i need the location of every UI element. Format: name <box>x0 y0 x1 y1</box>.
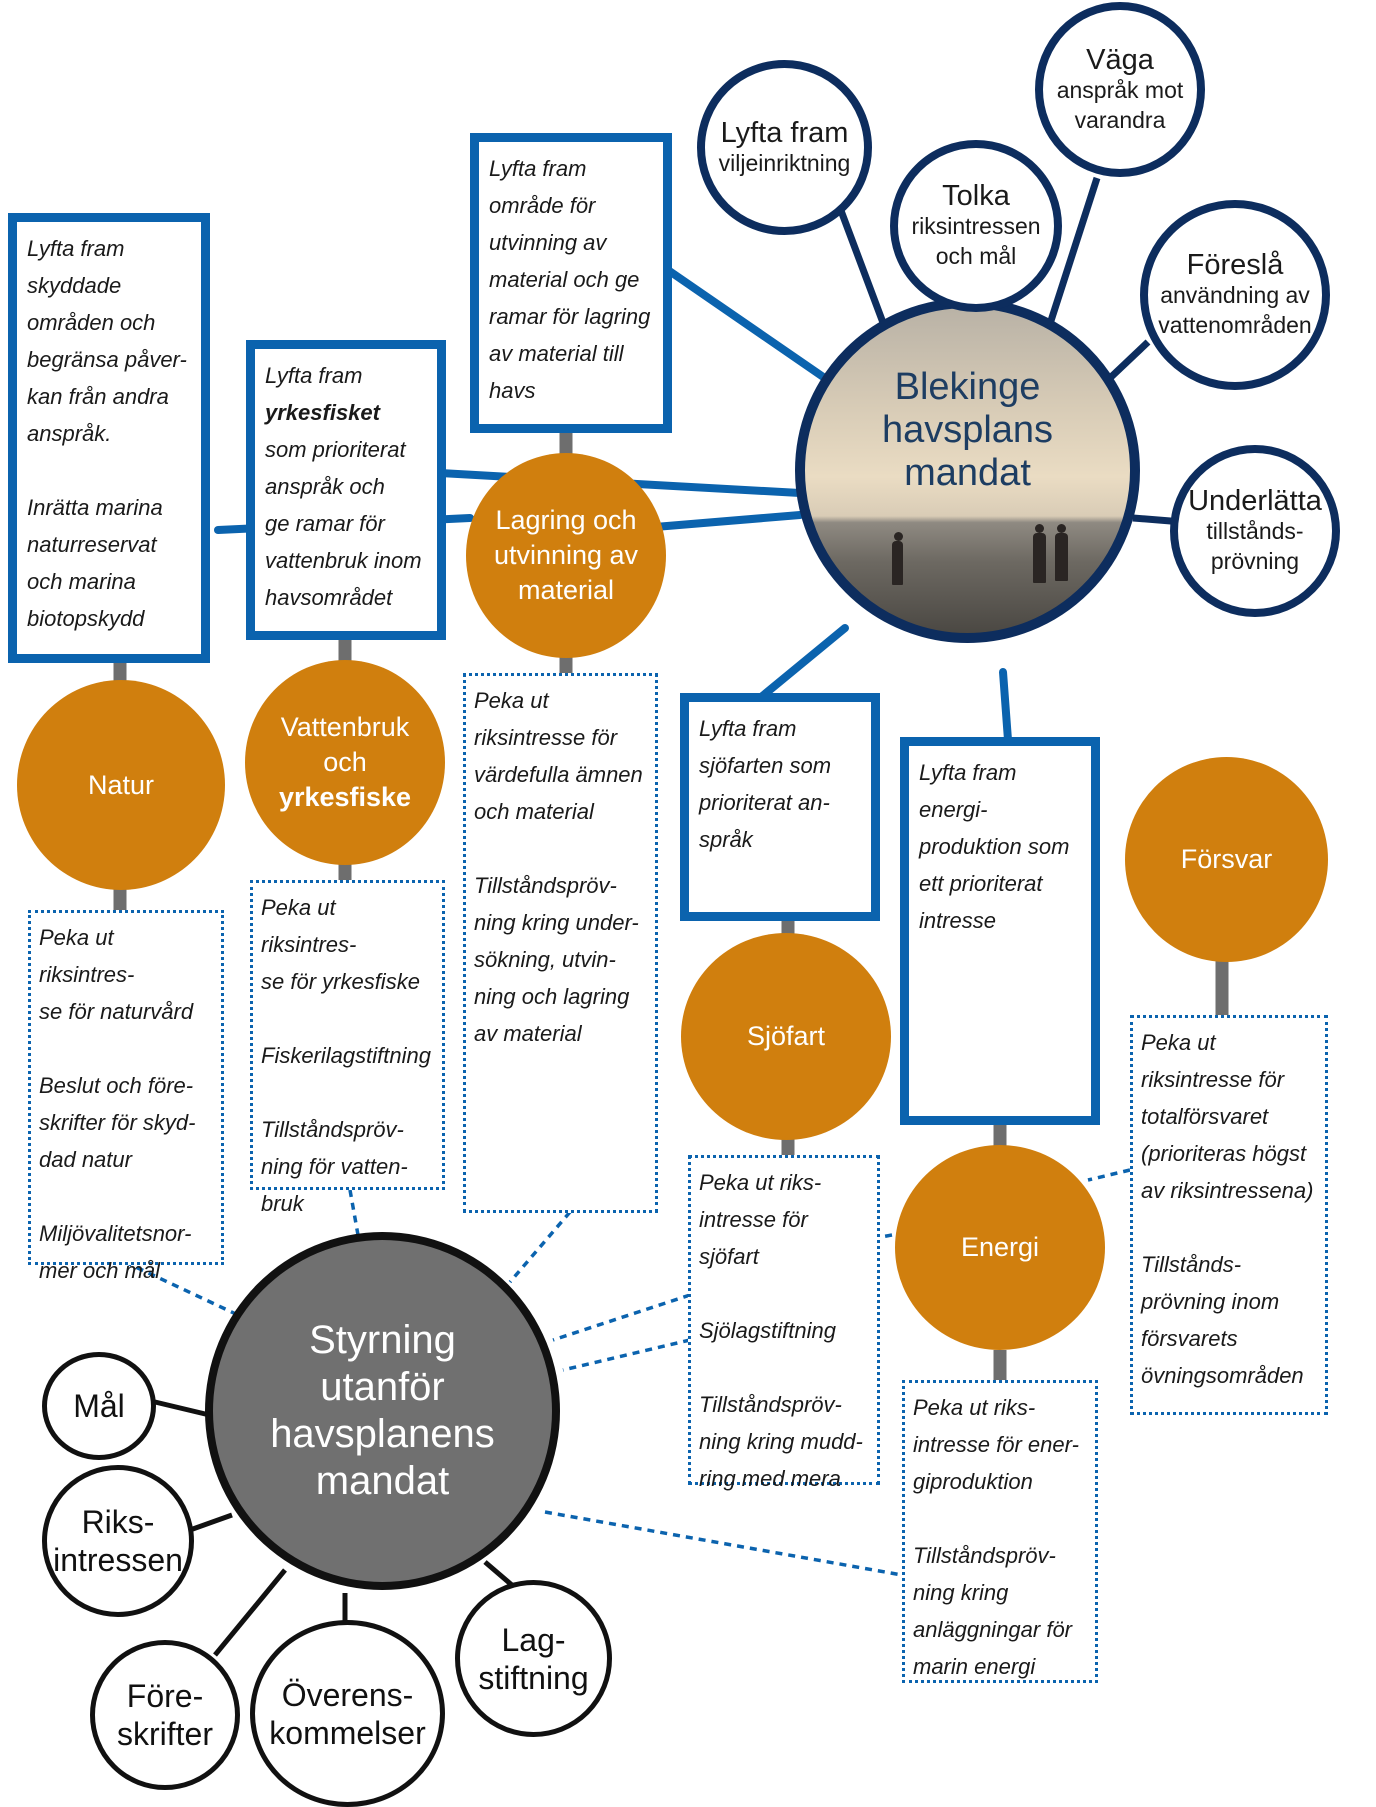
outer-circle-lagstiftning: Lag- stiftning <box>455 1580 612 1737</box>
plan-box-lagring: Lyfta fram område för utvinning av mater… <box>470 133 672 433</box>
center-mandate-circle: Blekinge havsplans mandat <box>795 298 1140 643</box>
outside-box-forsvar: Peka ut riksintresse för totalförsvaret … <box>1130 1015 1328 1415</box>
person-silhouette <box>1055 524 1068 581</box>
center-title: Blekinge havsplans mandat <box>881 366 1054 494</box>
sector-energi: Energi <box>895 1145 1105 1350</box>
outside-box-sjofart: Peka ut riks- intresse för sjöfart Sjöla… <box>688 1155 880 1491</box>
outside-mandate-circle: Styrning utanför havsplanens mandat <box>205 1232 560 1590</box>
outer-circle-riksintressen: Riks- intressen <box>42 1465 194 1617</box>
plan-box-vattenbruk: Lyfta fram yrkesfisket som prioriterat a… <box>246 340 446 640</box>
outside-box-vattenbruk: Peka ut riksintres- se för yrkesfiske Fi… <box>250 880 445 1216</box>
outside-box-energi: Peka ut riks- intresse för ener- giprodu… <box>902 1380 1098 1683</box>
plan-box-sjofart: Lyfta fram sjöfarten som prioriterat an-… <box>680 693 880 921</box>
outer-circle-foreskrifter: Före- skrifter <box>90 1640 240 1790</box>
outside-box-natur: Peka ut riksintres- se för naturvård Bes… <box>28 910 224 1283</box>
outer-circle-mal: Mål <box>42 1352 156 1460</box>
sector-sjofart: Sjöfart <box>681 933 891 1140</box>
plan-box-energi: Lyfta fram energi- produktion som ett pr… <box>900 737 1100 1125</box>
outer-circle-overenskommelser: Överens- kommelser <box>250 1620 445 1807</box>
outside-box-lagring: Peka ut riksintresse för värdefulla ämne… <box>463 673 658 1213</box>
sector-forsvar: Försvar <box>1125 757 1328 962</box>
person-silhouette <box>1033 524 1046 583</box>
plan-box-natur: Lyfta fram skyddade områden och begränsa… <box>8 213 210 663</box>
person-silhouette <box>892 532 903 585</box>
sector-lagring: Lagring och utvinning av material <box>466 453 666 658</box>
sector-natur: Natur <box>17 680 225 890</box>
